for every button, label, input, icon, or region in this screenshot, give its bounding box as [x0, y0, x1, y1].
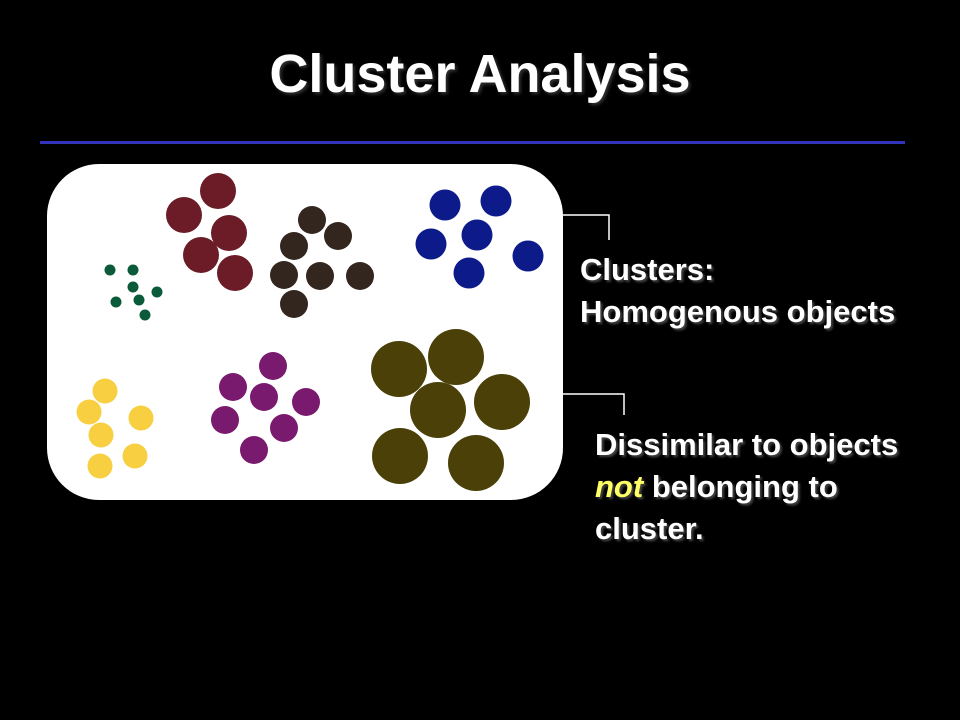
cluster-4-dot	[512, 240, 544, 272]
cluster-3-dot	[298, 206, 326, 234]
cluster-5-dot	[128, 405, 154, 431]
cluster-6-dot	[211, 406, 239, 434]
cluster-7-dot	[428, 329, 484, 385]
cluster-1	[104, 264, 163, 321]
connector-clusters	[563, 214, 610, 240]
cluster-1-dot	[133, 294, 145, 306]
cluster-6-dot	[240, 436, 268, 464]
cluster-2-dot	[183, 237, 219, 273]
cluster-4-dot	[480, 185, 512, 217]
cluster-6-dot	[292, 388, 320, 416]
callout-dissimilar-emphasis: not	[595, 469, 644, 504]
cluster-5-dot	[76, 399, 102, 425]
callout-dissimilar: Dissimilar to objects not belonging to c…	[595, 424, 945, 550]
cluster-7-dot	[474, 374, 530, 430]
callout-dissimilar-line3: cluster.	[595, 511, 704, 546]
slide-title: Cluster Analysis	[269, 44, 691, 104]
cluster-2-dot	[166, 197, 202, 233]
cluster-4-dot	[453, 257, 485, 289]
cluster-6-dot	[259, 352, 287, 380]
cluster-1-dot	[110, 296, 122, 308]
cluster-1-dot	[139, 309, 151, 321]
cluster-3-dot	[280, 232, 308, 260]
cluster-7-dot	[371, 341, 427, 397]
cluster-5-dot	[87, 453, 113, 479]
cluster-2-dot	[217, 255, 253, 291]
cluster-1-dot	[104, 264, 116, 276]
callout-dissimilar-line2-rest: belonging to	[643, 469, 838, 504]
cluster-3-dot	[270, 261, 298, 289]
cluster-4-dot	[415, 228, 447, 260]
callout-dissimilar-line2: not belonging to	[595, 466, 945, 508]
cluster-7-dot	[372, 428, 428, 484]
cluster-5-dot	[122, 443, 148, 469]
cluster-4-dot	[429, 189, 461, 221]
cluster-2-dot	[211, 215, 247, 251]
callout-clusters-line2: Homogenous objects	[580, 294, 896, 329]
cluster-7	[371, 329, 530, 491]
cluster-5-dot	[92, 378, 118, 404]
callout-dissimilar-line1: Dissimilar to objects	[595, 427, 899, 462]
cluster-4-dot	[461, 219, 493, 251]
cluster-6-dot	[270, 414, 298, 442]
cluster-6-dot	[250, 383, 278, 411]
callout-clusters: Clusters: Homogenous objects	[580, 249, 950, 333]
cluster-7-dot	[448, 435, 504, 491]
cluster-1-dot	[151, 286, 163, 298]
cluster-4	[415, 185, 544, 289]
cluster-3-dot	[324, 222, 352, 250]
cluster-3	[270, 206, 374, 318]
cluster-3-dot	[306, 262, 334, 290]
cluster-1-dot	[127, 281, 139, 293]
cluster-6-dot	[219, 373, 247, 401]
cluster-3-dot	[346, 262, 374, 290]
cluster-5-dot	[88, 422, 114, 448]
cluster-6	[211, 352, 320, 464]
cluster-1-dot	[127, 264, 139, 276]
callout-clusters-line1: Clusters:	[580, 252, 715, 287]
cluster-2-dot	[200, 173, 236, 209]
cluster-3-dot	[280, 290, 308, 318]
title-divider	[40, 141, 905, 144]
cluster-2	[166, 173, 253, 291]
cluster-5	[76, 378, 154, 479]
connector-dissimilar	[563, 393, 625, 415]
cluster-7-dot	[410, 382, 466, 438]
